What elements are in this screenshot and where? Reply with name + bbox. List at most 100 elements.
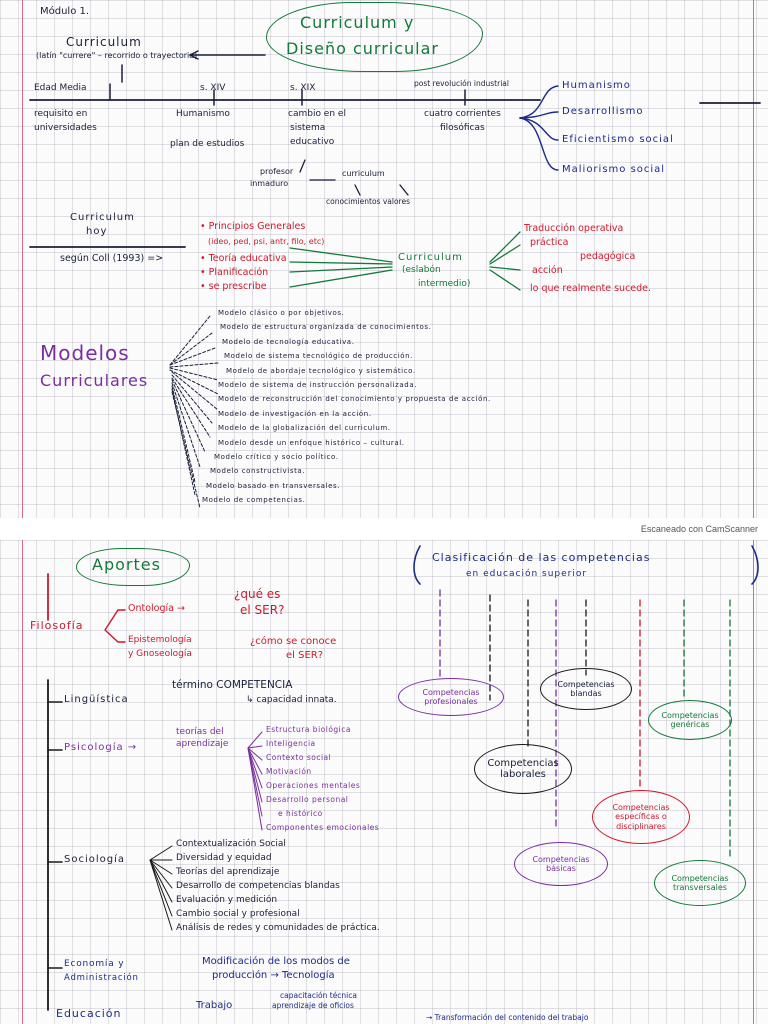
conocimientos-valores: conocimientos valores	[326, 197, 410, 206]
scanner-watermark: Escaneado con CamScanner	[640, 524, 758, 534]
title-cloud	[266, 2, 483, 72]
psicologia-item: e histórico	[278, 809, 323, 818]
timeline-s-xix: s. XIX	[290, 83, 316, 93]
modelos-title-1: Modelos	[40, 341, 130, 365]
modelo-item: Modelo de la globalización del curriculu…	[218, 424, 391, 433]
col4-line1: cuatro corrientes	[424, 109, 501, 119]
output-5: lo que realmente sucede.	[530, 283, 652, 294]
corriente-4: Maliorismo social	[562, 164, 666, 175]
psicologia-item: Operaciones mentales	[266, 781, 361, 790]
principio-4: • se prescribe	[200, 281, 267, 292]
col3-line3: educativo	[290, 137, 335, 147]
output-2: práctica	[530, 237, 569, 248]
principio-1: • Principios Generales	[200, 221, 306, 232]
modelo-item: Modelo de competencias.	[202, 496, 306, 505]
title-line-1: Curriculum y	[300, 13, 415, 32]
que-es-line2: el SER?	[240, 603, 285, 617]
psicologia-item: Contexto social	[266, 753, 332, 762]
termino-competencia: término COMPETENCIA	[172, 679, 293, 691]
teorias-line2: aprendizaje	[176, 739, 229, 749]
aportes-cloud	[76, 548, 190, 586]
profesor-line2: inmaduro	[250, 179, 289, 188]
aportes-title: Aportes	[92, 555, 161, 574]
curriculum-heading: Curriculum	[66, 35, 142, 49]
educacion-label: Educación	[56, 1007, 122, 1020]
modelo-item: Modelo de abordaje tecnológico y sistemá…	[226, 366, 416, 375]
modelo-item: Modelo constructivista.	[210, 467, 306, 476]
modificacion-line1: Modificación de los modos de	[202, 956, 350, 967]
right-margin-line	[753, 0, 754, 518]
sociologia-item: Diversidad y equidad	[176, 853, 272, 863]
hoy-title-line2: hoy	[86, 226, 108, 237]
epistemologia-2: y Gnoseología	[128, 649, 192, 659]
page-gap	[0, 518, 768, 540]
col1-line2: universidades	[34, 123, 97, 133]
page2-connectors	[47, 545, 759, 1011]
corriente-1: Humanismo	[562, 80, 631, 91]
psicologia-label: Psicología →	[64, 742, 138, 753]
transformacion: → Transformación del contenido del traba…	[426, 1013, 589, 1022]
col4-line2: filosóficas	[440, 123, 485, 133]
col2-line2: plan de estudios	[170, 139, 245, 149]
psicologia-item: Desarrollo personal	[266, 795, 349, 804]
title-line-2: Diseño curricular	[286, 39, 439, 58]
curriculum-center-3: intermedio)	[418, 279, 471, 289]
profesor-line1: profesor	[260, 167, 294, 176]
sociologia-item: Análisis de redes y comunidades de práct…	[176, 923, 380, 933]
modelo-item: Modelo de sistema tecnológico de producc…	[224, 352, 414, 361]
page1-connectors	[29, 50, 761, 509]
linguistica-label: Lingüística	[64, 694, 129, 705]
curriculum-small: curriculum	[342, 169, 385, 178]
modelo-item: Modelo de estructura organizada de conoc…	[220, 323, 432, 332]
module-label: Módulo 1.	[40, 6, 90, 17]
notebook-page-2: Aportes Filosofía Ontología → ¿qué es el…	[0, 540, 768, 1024]
modelo-item: Modelo de reconstrucción del conocimient…	[218, 395, 491, 404]
hoy-title-line1: Curriculum	[70, 212, 135, 223]
como-line1: ¿cómo se conoce	[250, 636, 337, 647]
right-margin-line-2	[753, 540, 754, 1024]
ontologia-label: Ontología →	[128, 603, 185, 614]
que-es-line1: ¿qué es	[234, 587, 281, 601]
modelo-item: Modelo crítico y socio político.	[214, 453, 339, 461]
economia-line2: Administración	[64, 973, 139, 983]
left-margin-line-2	[22, 540, 23, 1024]
sociologia-item: Cambio social y profesional	[176, 909, 300, 919]
segun-coll: según Coll (1993) =>	[60, 253, 164, 264]
modelo-item: Modelo de sistema de instrucción persona…	[218, 381, 418, 389]
sociologia-item: Desarrollo de competencias blandas	[176, 881, 340, 891]
sociologia-item: Teorías del aprendizaje	[176, 867, 280, 877]
epistemologia-1: Epistemología	[128, 635, 192, 645]
modelo-item: Modelo desde un enfoque histórico – cult…	[218, 438, 405, 447]
trabajo-item-2: aprendizaje de oficios	[272, 1001, 354, 1010]
teorias-line1: teorías del	[176, 727, 224, 737]
timeline-s-xiv: s. XIV	[200, 83, 226, 93]
output-3: pedagógica	[580, 251, 636, 262]
trabajo-label: Trabajo	[196, 1000, 233, 1011]
curriculum-center-2: (eslabón	[402, 265, 441, 275]
curriculum-center: Curriculum	[398, 252, 463, 263]
filosofia-label: Filosofía	[30, 619, 84, 632]
latin-origin: (latín "currere" – recorrido o trayector…	[36, 51, 198, 60]
col1-line1: requisito en	[34, 109, 88, 119]
principio-3: • Planificación	[200, 267, 269, 278]
modelo-item: Modelo clásico o por objetivos.	[218, 309, 345, 317]
timeline-post: post revolución industrial	[414, 79, 509, 88]
timeline-edad-media: Edad Media	[34, 83, 87, 93]
modelos-title-2: Curriculares	[40, 371, 149, 390]
sociologia-item: Evaluación y medición	[176, 895, 278, 905]
psicologia-item: Estructura biológica	[266, 725, 351, 734]
left-margin-line	[22, 0, 23, 518]
trabajo-item-1: capacitación técnica	[280, 991, 357, 1000]
modelo-item: Modelo de tecnología educativa.	[222, 337, 355, 346]
